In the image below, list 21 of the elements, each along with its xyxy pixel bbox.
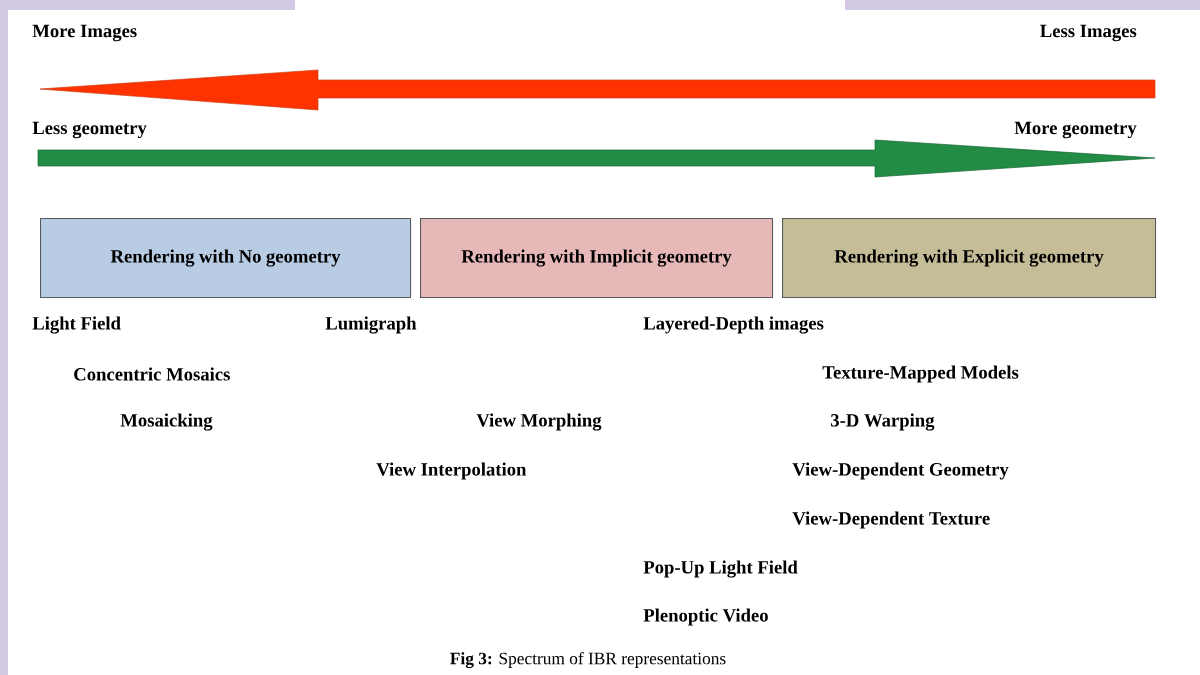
technique-label: View Morphing xyxy=(476,413,602,431)
technique-label: View-Dependent Geometry xyxy=(792,462,1009,480)
category-box: Rendering with No geometry xyxy=(40,218,412,299)
technique-label: 3-D Warping xyxy=(831,413,935,431)
axis-label: Less Images xyxy=(1040,24,1137,42)
technique-label: Texture-Mapped Models xyxy=(822,365,1019,383)
axis-label: More Images xyxy=(32,24,137,42)
technique-label: Pop-Up Light Field xyxy=(643,560,798,578)
axis-label: More geometry xyxy=(1014,121,1137,139)
technique-label: Plenoptic Video xyxy=(643,608,768,626)
technique-label: Mosaicking xyxy=(120,413,213,431)
technique-label: View Interpolation xyxy=(376,462,527,480)
technique-label: View-Dependent Texture xyxy=(792,511,990,529)
technique-label: Lumigraph xyxy=(325,316,417,334)
figure-caption: Fig 3: Spectrum of IBR representations xyxy=(450,652,726,668)
axis-label: Less geometry xyxy=(32,121,147,139)
technique-label: Light Field xyxy=(32,316,121,334)
technique-label: Layered-Depth images xyxy=(643,316,824,334)
technique-label: Concentric Mosaics xyxy=(74,367,230,381)
category-box: Rendering with Implicit geometry xyxy=(420,218,774,299)
category-box: Rendering with Explicit geometry xyxy=(782,218,1157,299)
